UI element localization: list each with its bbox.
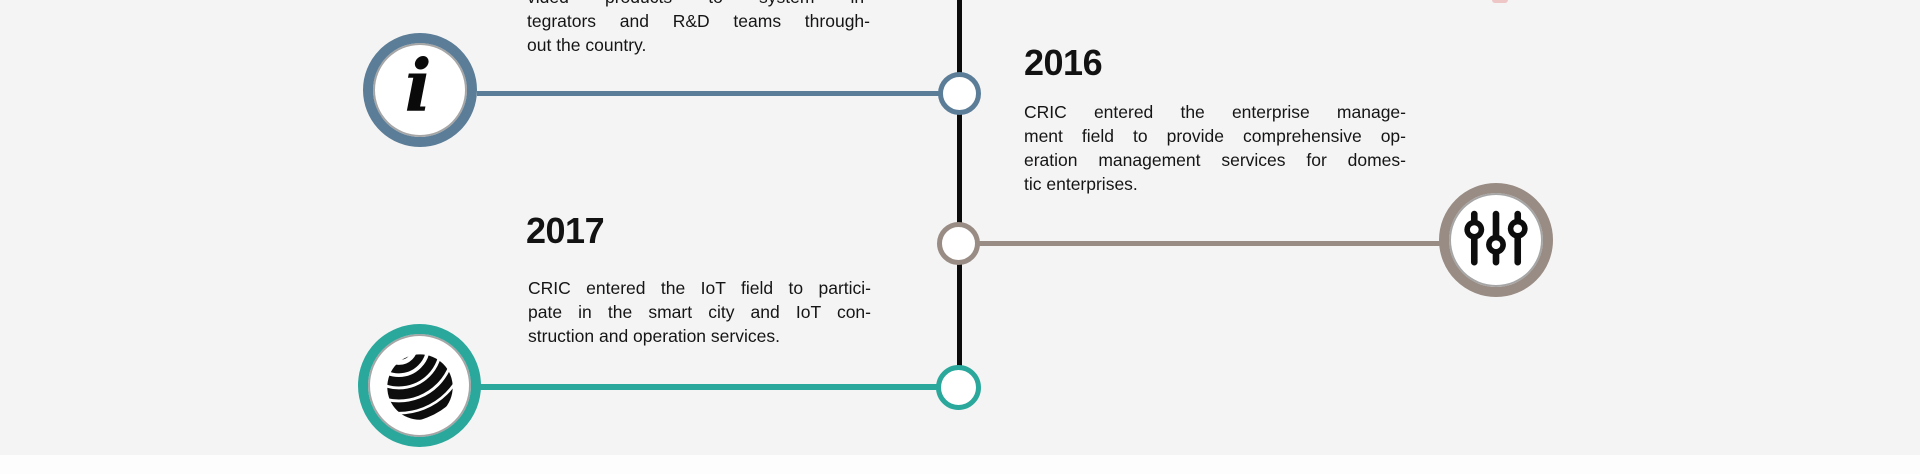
paragraph-line: CRIC entered the IoT field to partici- bbox=[528, 278, 871, 298]
paragraph-line: ment field to provide comprehensive op- bbox=[1024, 126, 1406, 146]
timeline-node-2017 bbox=[937, 222, 980, 265]
timeline-vertical-line bbox=[957, 0, 962, 367]
paragraph-line: tegrators and R&D teams through- bbox=[527, 11, 870, 31]
connector-line-sliders bbox=[979, 241, 1443, 246]
globe-icon-graphic bbox=[386, 353, 453, 420]
paragraph-line: out the country. bbox=[527, 35, 647, 55]
timeline-node-2016 bbox=[938, 72, 981, 115]
milestone-paragraph-2016: CRIC entered the enterprise manage-ment … bbox=[1024, 100, 1406, 196]
paragraph-line: pate in the smart city and IoT con- bbox=[528, 302, 871, 322]
paragraph-line: eration management services for domes- bbox=[1024, 150, 1406, 170]
bottom-white-strip bbox=[0, 455, 1920, 474]
sliders-icon-graphic bbox=[1464, 210, 1528, 266]
connector-line-globe bbox=[478, 384, 938, 390]
year-heading-2016: 2016 bbox=[1024, 42, 1103, 83]
paragraph-line: vided products to system in- bbox=[527, 0, 870, 9]
globe-icon bbox=[358, 324, 481, 447]
connector-line-info bbox=[477, 91, 939, 96]
milestone-paragraph-top: vided products to system in-tegrators an… bbox=[527, 0, 870, 57]
paragraph-line: CRIC entered the enterprise manage- bbox=[1024, 102, 1406, 122]
clipped-node-fragment bbox=[1492, 0, 1508, 3]
milestone-paragraph-2017: CRIC entered the IoT field to partici-pa… bbox=[528, 276, 871, 348]
paragraph-line: tic enterprises. bbox=[1024, 174, 1138, 194]
sliders-icon bbox=[1439, 183, 1553, 297]
info-icon-glyph: i bbox=[404, 43, 432, 128]
info-icon: i bbox=[363, 33, 477, 147]
year-heading-2017: 2017 bbox=[526, 210, 605, 251]
paragraph-line: struction and operation services. bbox=[528, 326, 780, 346]
timeline-node-terminal bbox=[936, 365, 981, 410]
